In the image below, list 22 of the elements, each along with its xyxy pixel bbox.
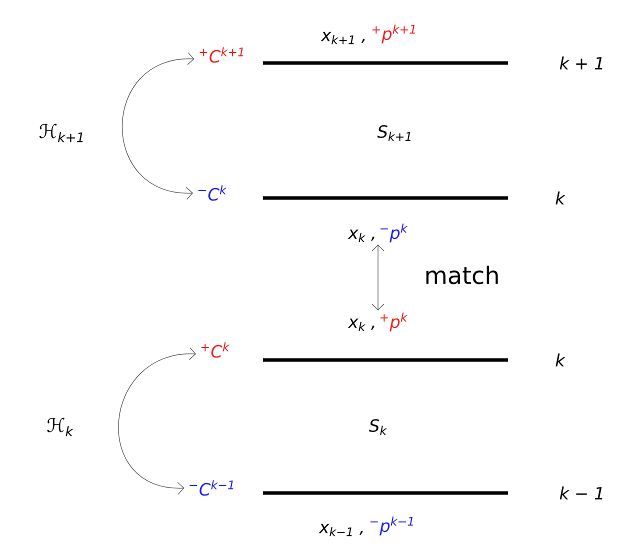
math-label: k + 1 xyxy=(560,56,602,70)
math-label: $^{−}$C$^{k−1}$ xyxy=(190,480,234,496)
math-label: $^{+}$C$^{k}$ xyxy=(201,342,230,358)
math-label: x$_{k}$ , $^{−}$p$^{k}$ xyxy=(348,224,408,242)
arrow xyxy=(372,244,384,310)
math-label: x$_{k−1}$ , xyxy=(318,524,363,536)
edge-label: match xyxy=(426,266,498,284)
edge-label: ℋ$_{k+1}$ xyxy=(39,124,83,142)
math-label: S$_{k}$ xyxy=(369,419,387,435)
math-label: $^{+}$p$^{k+1}$ xyxy=(372,24,415,44)
math-label: S$_{k+1}$ xyxy=(377,125,410,141)
math-label: x$_{k+1}$ , xyxy=(320,32,365,44)
arrow xyxy=(122,52,194,200)
math-label: $^{−}$p$^{k−1}$ xyxy=(370,516,413,536)
math-label: k xyxy=(556,192,566,204)
math-label: $^{−}$C$^{k}$ xyxy=(198,185,227,201)
edge-label: ℋ$_{k}$ xyxy=(47,418,74,436)
math-label: k xyxy=(556,354,566,366)
arrow xyxy=(118,347,196,495)
math-label: x$_{k}$ , $^{+}$p$^{k}$ xyxy=(348,312,408,332)
math-label: k − 1 xyxy=(560,486,602,500)
math-label: $^{+}$C$^{k+1}$ xyxy=(200,47,244,63)
